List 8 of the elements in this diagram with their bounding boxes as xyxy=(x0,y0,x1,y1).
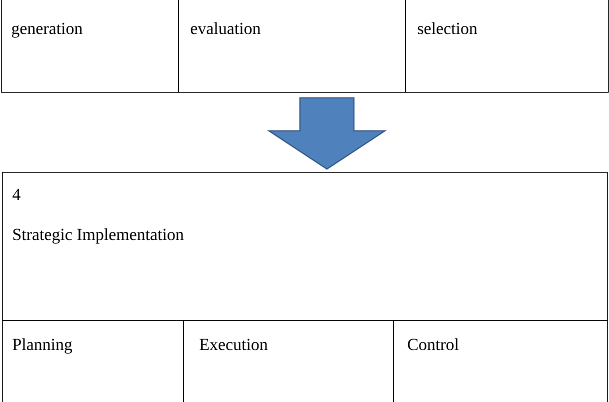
table-cell: Control xyxy=(393,320,608,402)
table-cell: Execution xyxy=(183,320,394,402)
table-cell: Planning xyxy=(2,320,184,402)
table-cell: generation xyxy=(1,0,179,93)
block-arrow xyxy=(266,97,387,170)
table-cell: selection xyxy=(405,0,609,93)
table-cell: 4 Strategic Implementation xyxy=(2,172,608,321)
table-cell: evaluation xyxy=(178,0,406,93)
